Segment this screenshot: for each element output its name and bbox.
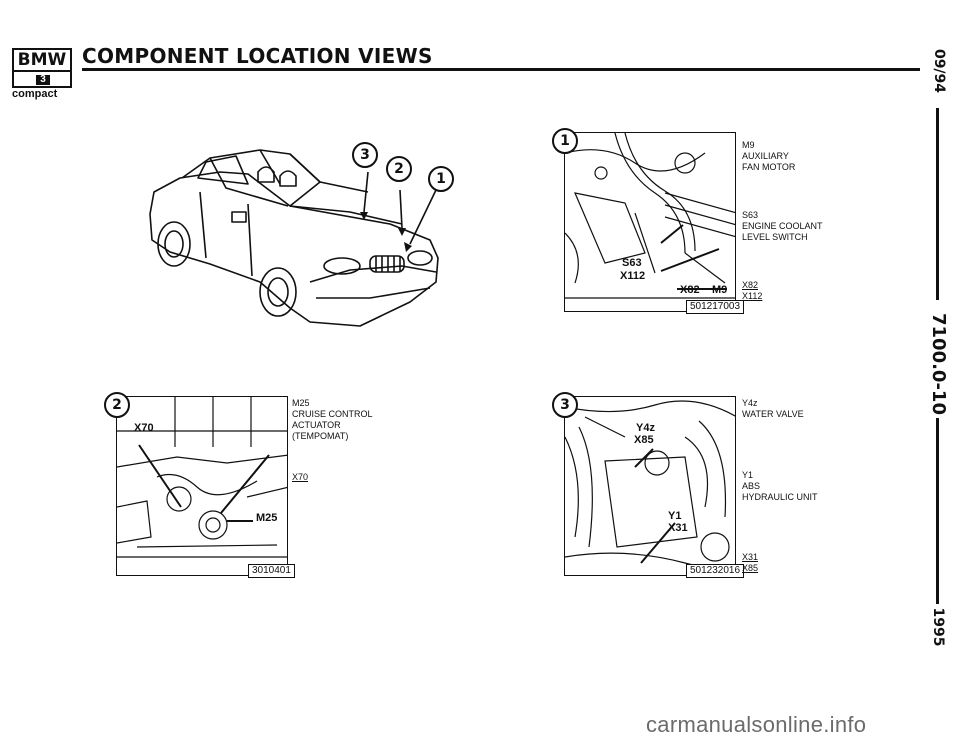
logo-brand: BMW — [14, 50, 70, 72]
margin-rule-1 — [936, 108, 939, 300]
fig2-label-x70: X70 — [134, 422, 154, 434]
figure-2-code: 3010401 — [248, 564, 295, 578]
margin-rule-2 — [936, 418, 939, 604]
fig3-side-y1: Y1 ABS HYDRAULIC UNIT — [742, 470, 818, 502]
fig1-label-s63: S63 — [622, 257, 642, 269]
figure-3-callout: 3 — [552, 392, 578, 418]
figure-3-frame — [564, 396, 736, 576]
fig3-label-x85: X85 — [634, 434, 654, 446]
fig3-label-y4z: Y4z — [636, 422, 655, 434]
fig1-side-m9: M9 AUXILIARY FAN MOTOR — [742, 140, 796, 172]
figure-1-photo — [565, 133, 735, 299]
fig3-side-y4z: Y4z WATER VALVE — [742, 398, 804, 419]
fig2-side-x70: X70 — [292, 472, 309, 482]
fig1-label-m9: M9 — [712, 284, 728, 296]
figure-2-callout: 2 — [104, 392, 130, 418]
fig3-side-connectors: X31 X85 — [742, 552, 759, 573]
fig1-label-x112: X112 — [620, 270, 646, 282]
car-callout-2: 2 — [386, 156, 412, 182]
title-rule — [82, 68, 920, 71]
logo-subtitle: compact — [12, 88, 58, 100]
figure-3-code: 501232016 — [686, 564, 745, 578]
fig2-label-m25: M25 — [256, 512, 278, 524]
fig1-side-connectors: X82 X112 — [742, 280, 763, 301]
margin-date: 09/94 — [931, 48, 947, 94]
car-illustration — [140, 132, 460, 332]
figure-2-photo — [117, 397, 287, 558]
fig3-label-y1: Y1 — [668, 510, 682, 522]
bmw-logo: BMW 3 — [12, 48, 72, 88]
figure-1-frame — [564, 132, 736, 312]
car-callout-3: 3 — [352, 142, 378, 168]
logo-series: 3 — [36, 75, 50, 85]
margin-doc-number: 7100.0-10 — [928, 313, 949, 415]
figure-1-callout: 1 — [552, 128, 578, 154]
fig3-label-x31: X31 — [668, 522, 688, 534]
fig1-label-x82: X82 — [680, 284, 700, 296]
figure-2-frame — [116, 396, 288, 576]
car-drawing — [149, 149, 439, 327]
figure-3-photo — [565, 400, 735, 571]
page-title: COMPONENT LOCATION VIEWS — [82, 44, 433, 68]
figure-1-code: 501217003 — [686, 300, 745, 314]
margin-year: 1995 — [930, 607, 946, 647]
car-callout-1: 1 — [428, 166, 454, 192]
fig1-side-s63: S63 ENGINE COOLANT LEVEL SWITCH — [742, 210, 823, 242]
fig2-side-m25: M25 CRUISE CONTROL ACTUATOR (TEMPOMAT) — [292, 398, 373, 441]
site-watermark: carmanualsonline.info — [646, 712, 867, 737]
